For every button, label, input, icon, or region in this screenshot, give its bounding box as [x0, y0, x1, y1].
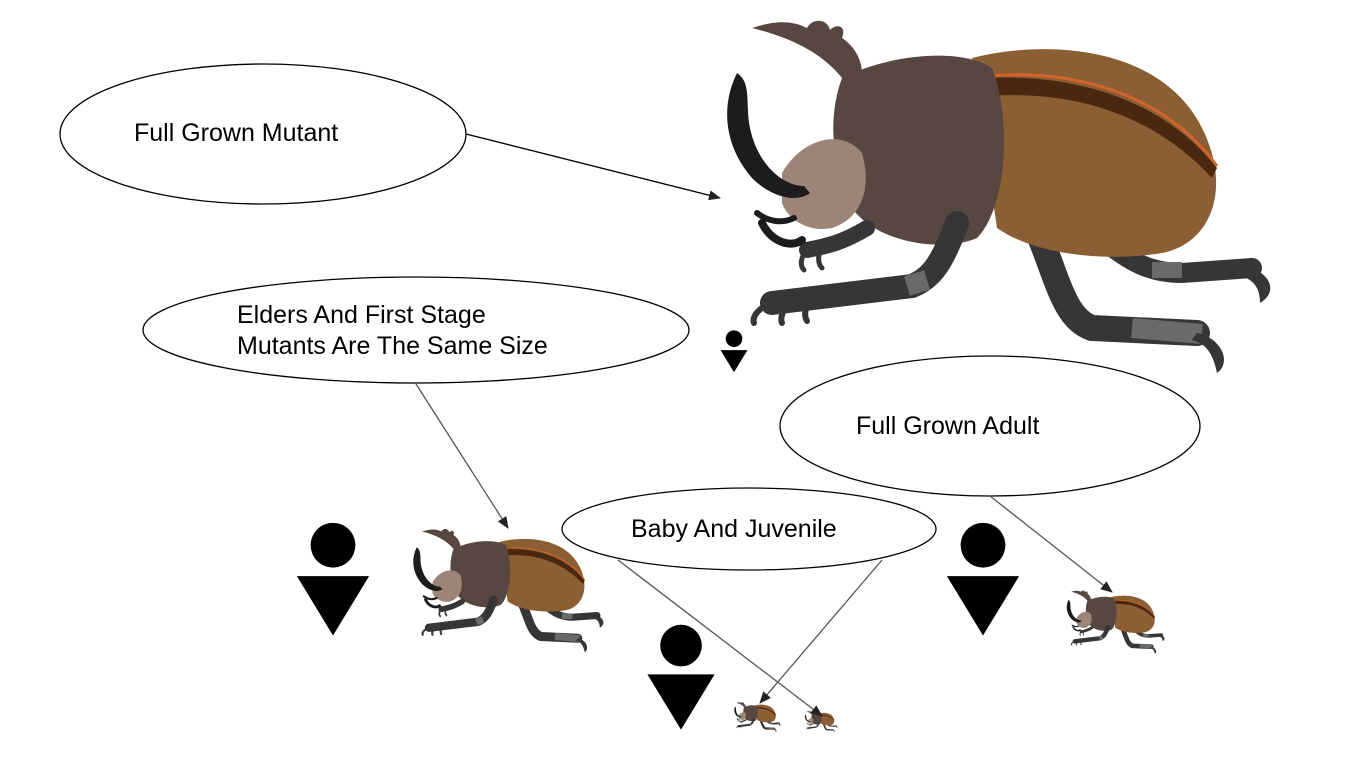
label-baby-juvenile: Baby And Juvenile: [631, 515, 837, 543]
person-icon-mutant-scale: [720, 330, 748, 373]
arrow-to-juvenile: [759, 559, 883, 704]
arrow-to-elder: [415, 383, 509, 529]
beetle-full-grown-mutant: [727, 21, 1270, 373]
beetle-full-grown-adult: [1067, 590, 1165, 653]
arrow-to-baby: [617, 559, 823, 717]
callout-baby-juvenile: [561, 487, 937, 571]
label-full-grown-adult: Full Grown Adult: [856, 412, 1040, 440]
callout-elders: [142, 276, 690, 384]
beetle-elder-first-stage-mutant: [413, 529, 603, 652]
person-icon-elder: [296, 522, 370, 636]
label-elders-line-2: Mutants Are The Same Size: [237, 332, 548, 360]
person-icon-adult: [946, 522, 1020, 636]
beetle-juvenile: [733, 701, 782, 734]
label-elders-line-1: Elders And First Stage: [237, 301, 486, 329]
arrow-to-adult: [989, 495, 1113, 593]
beetle-baby: [804, 710, 839, 734]
label-full-grown-mutant: Full Grown Mutant: [134, 119, 339, 147]
person-icon-baby: [647, 624, 715, 730]
arrow-to-mutant: [465, 133, 721, 201]
